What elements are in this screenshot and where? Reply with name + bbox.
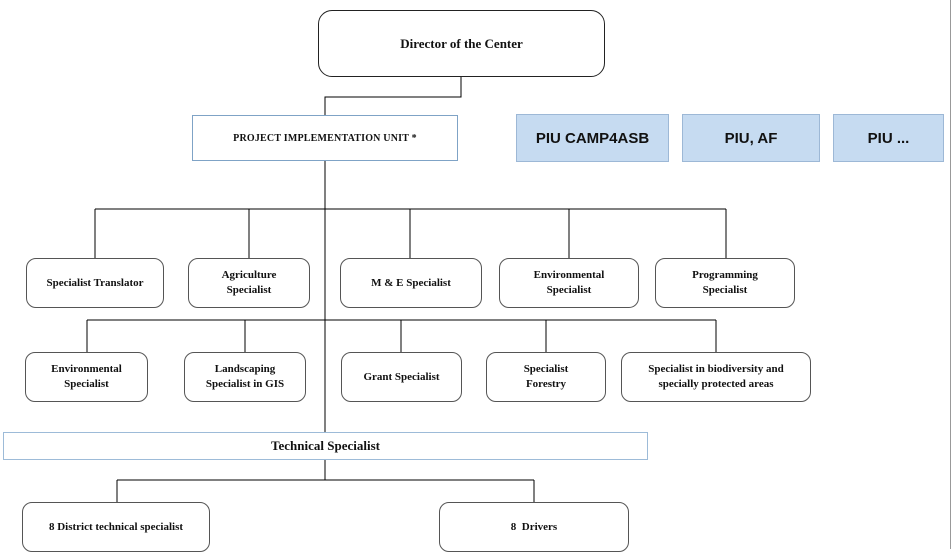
piu-camp4asb-label: PIU CAMP4ASB bbox=[535, 129, 650, 147]
piu-more-box: PIU ... bbox=[833, 114, 944, 162]
specialist-translator-box: Specialist Translator bbox=[26, 258, 164, 308]
programming-specialist-label: Programming Specialist bbox=[692, 269, 758, 296]
landscaping-specialist-label: Landscaping Specialist in GIS bbox=[205, 363, 285, 390]
drivers-label: 8 Drivers bbox=[510, 520, 558, 533]
me-specialist-label: M & E Specialist bbox=[371, 276, 451, 289]
grant-specialist-label: Grant Specialist bbox=[363, 370, 440, 383]
programming-specialist-box: Programming Specialist bbox=[655, 258, 795, 308]
landscaping-specialist-box: Landscaping Specialist in GIS bbox=[184, 352, 306, 402]
specialist-forestry-label: Specialist Forestry bbox=[523, 363, 569, 390]
biodiversity-specialist-box: Specialist in biodiversity and specially… bbox=[621, 352, 811, 402]
environmental-specialist-label-2: Environmental Specialist bbox=[51, 363, 122, 390]
technical-specialist-bar: Technical Specialist bbox=[3, 432, 648, 460]
piu-camp4asb-box: PIU CAMP4ASB bbox=[516, 114, 669, 162]
specialist-forestry-box: Specialist Forestry bbox=[486, 352, 606, 402]
agriculture-specialist-label: Agriculture Specialist bbox=[221, 269, 277, 296]
piu-box: PROJECT IMPLEMENTATION UNIT * bbox=[192, 115, 458, 161]
piu-af-box: PIU, AF bbox=[682, 114, 820, 162]
district-technical-specialist-box: 8 District technical specialist bbox=[22, 502, 210, 552]
me-specialist-box: M & E Specialist bbox=[340, 258, 482, 308]
specialist-translator-label: Specialist Translator bbox=[46, 276, 144, 289]
piu-more-label: PIU ... bbox=[867, 129, 910, 147]
grant-specialist-box: Grant Specialist bbox=[341, 352, 462, 402]
director-box: Director of the Center bbox=[318, 10, 605, 77]
agriculture-specialist-box: Agriculture Specialist bbox=[188, 258, 310, 308]
director-label: Director of the Center bbox=[400, 35, 523, 51]
piu-af-label: PIU, AF bbox=[724, 129, 778, 147]
district-technical-specialist-label: 8 District technical specialist bbox=[48, 520, 184, 533]
drivers-box: 8 Drivers bbox=[439, 502, 629, 552]
piu-label: PROJECT IMPLEMENTATION UNIT * bbox=[233, 132, 417, 144]
environmental-specialist-box-1: Environmental Specialist bbox=[499, 258, 639, 308]
technical-specialist-label: Technical Specialist bbox=[271, 438, 380, 453]
environmental-specialist-box-2: Environmental Specialist bbox=[25, 352, 148, 402]
environmental-specialist-label-1: Environmental Specialist bbox=[533, 269, 605, 296]
biodiversity-specialist-label: Specialist in biodiversity and specially… bbox=[648, 363, 784, 390]
